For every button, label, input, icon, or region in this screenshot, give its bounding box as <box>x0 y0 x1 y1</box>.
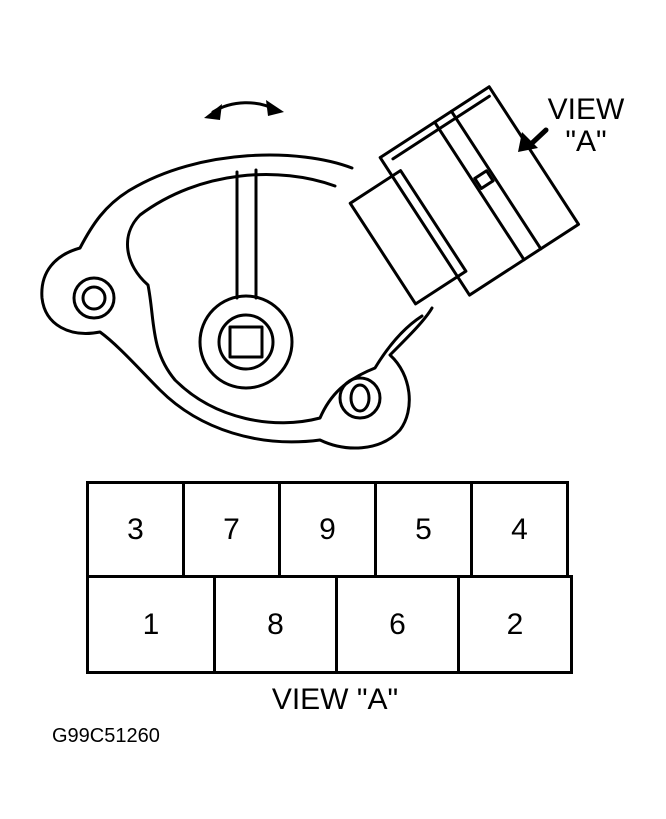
connector-pin: 6 <box>335 575 460 674</box>
figure-code: G99C51260 <box>52 725 160 747</box>
view-a-callout-line2: "A" <box>565 125 607 158</box>
shaft-outer <box>198 294 294 390</box>
shaft-inner <box>217 313 275 371</box>
connector-pin: 7 <box>182 481 281 578</box>
rotation-arrow-head-right <box>266 100 284 116</box>
connector-pin: 4 <box>470 481 569 578</box>
mounting-hole-left-inner <box>81 285 107 311</box>
inner-sector-outline <box>126 173 424 425</box>
view-a-caption: VIEW "A" <box>271 683 399 716</box>
connector-pin: 1 <box>86 575 216 674</box>
view-direction-arrow-shaft <box>527 127 549 148</box>
shaft-lever <box>235 168 258 300</box>
housing-outline <box>40 153 434 450</box>
connector-pin: 2 <box>457 575 573 674</box>
view-a-callout-line1: VIEW <box>547 93 625 126</box>
connector-pin: 3 <box>86 481 185 578</box>
shaft-flat <box>228 325 264 359</box>
mounting-hole-right-outer <box>338 376 382 420</box>
rotation-arrow-head-left <box>204 104 222 120</box>
mounting-hole-right-inner <box>349 383 371 413</box>
connector-pin-row-top: 3 7 9 5 4 <box>86 481 569 578</box>
connector-body <box>348 85 581 306</box>
connector-pin: 5 <box>374 481 473 578</box>
connector-pin: 8 <box>213 575 338 674</box>
connector-pin-row-bottom: 1 8 6 2 <box>86 575 573 674</box>
mounting-hole-left-outer <box>72 276 116 320</box>
connector-pin: 9 <box>278 481 377 578</box>
view-direction-arrow-icon <box>518 132 538 152</box>
view-a-callout: VIEW "A" <box>530 94 642 158</box>
